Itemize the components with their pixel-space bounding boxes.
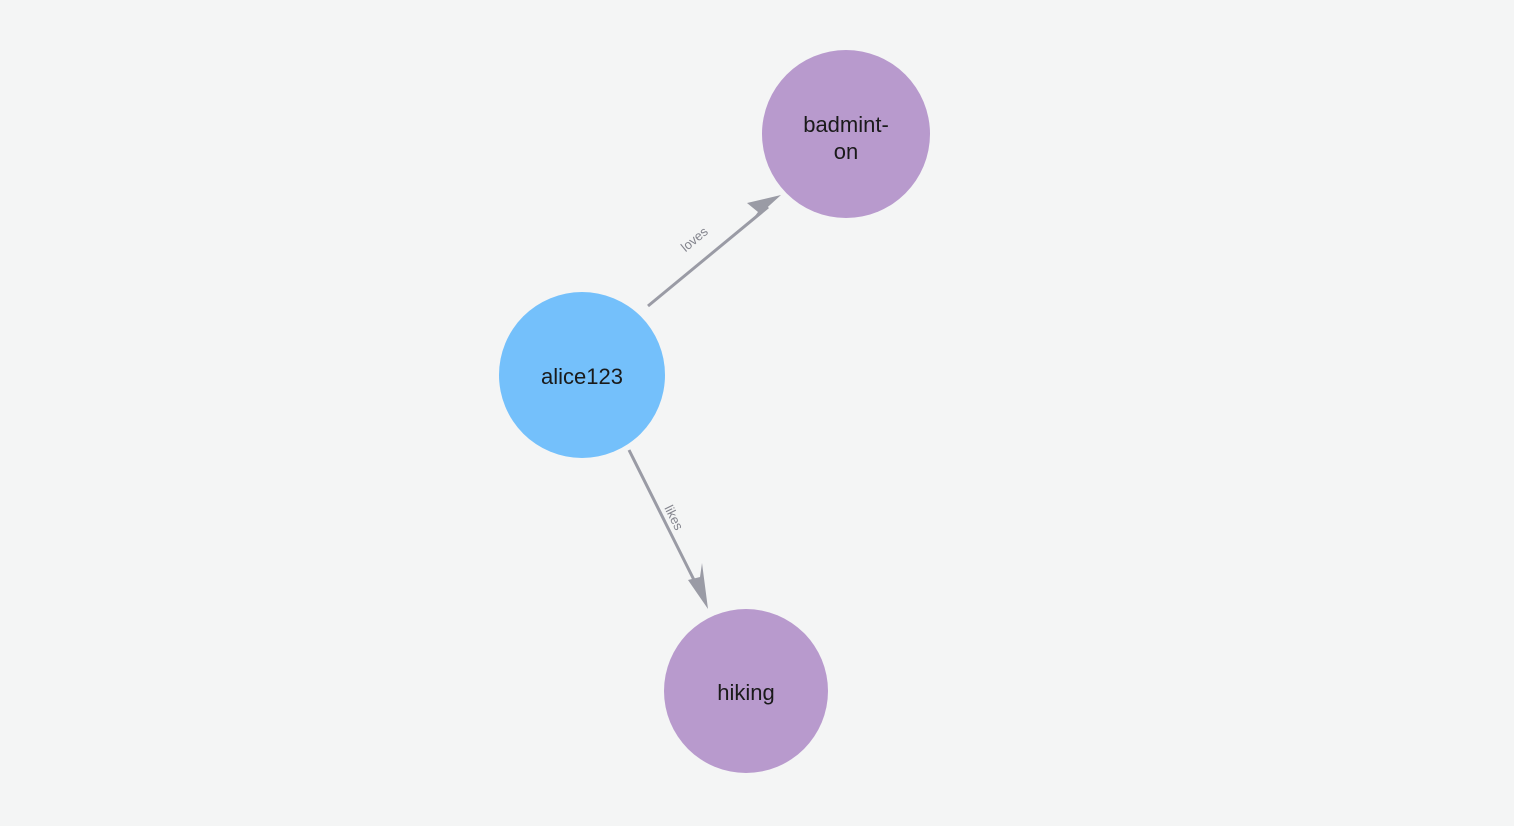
node-badminton[interactable]: badmint- on (762, 50, 930, 218)
node-layer: badmint- on alice123 hiking (499, 50, 930, 773)
arrowhead-icon (747, 195, 781, 224)
node-circle[interactable] (762, 50, 930, 218)
edge-alice123-likes-hiking[interactable]: likes (627, 449, 708, 609)
edge-label-loves: loves (678, 223, 711, 254)
edge-label-likes: likes (661, 503, 686, 533)
node-alice123[interactable]: alice123 (499, 292, 665, 458)
edge-alice123-loves-badminton[interactable]: loves (647, 195, 781, 308)
arrowhead-icon (688, 563, 708, 609)
node-hiking[interactable]: hiking (664, 609, 828, 773)
edge-line (647, 205, 769, 308)
node-circle[interactable] (664, 609, 828, 773)
edge-line (627, 449, 702, 593)
node-circle[interactable] (499, 292, 665, 458)
